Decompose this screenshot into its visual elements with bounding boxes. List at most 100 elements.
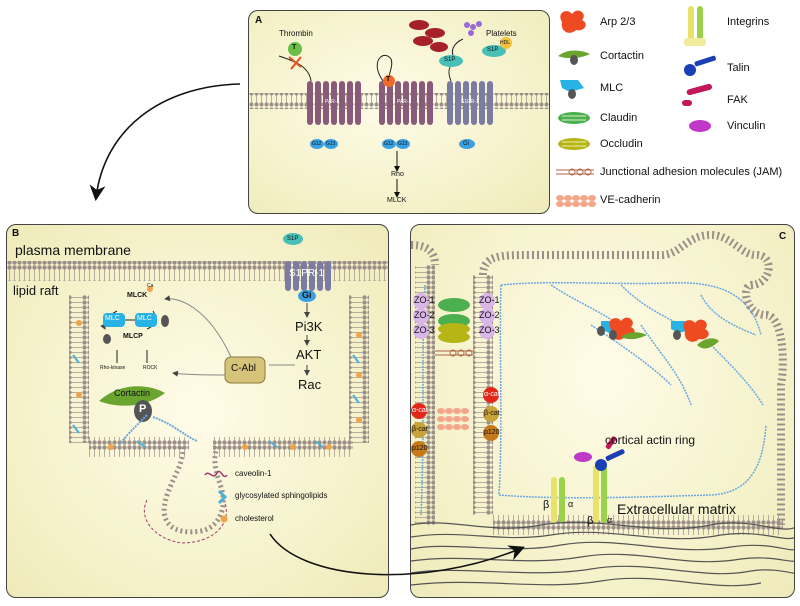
- par1-receptor-a: [278, 55, 361, 125]
- alpha-label-1: α: [568, 499, 574, 509]
- zo3-right-label: ZO-3: [479, 325, 500, 335]
- cholesterol-legend-icon: [220, 515, 228, 523]
- sphingolipid-legend-icon: [217, 489, 228, 505]
- mlc-p-b-icon: [161, 315, 169, 327]
- integrins-icon: [684, 6, 706, 46]
- jam-icon: [556, 168, 594, 176]
- g13-label-b: G13: [398, 141, 408, 147]
- actin-b-1: [118, 414, 148, 446]
- plasma-membrane-b: [7, 261, 388, 281]
- panel-b-drawing: [7, 233, 388, 544]
- caveolin-legend-icon: [204, 470, 228, 478]
- cortactin-p-label: P: [139, 403, 147, 415]
- cortactin-b-icon: [99, 386, 165, 406]
- raft-right-wall: [349, 295, 369, 443]
- hdl-icon: [500, 37, 512, 49]
- acat-left-label: α-cat: [412, 407, 428, 414]
- cholesterol-label: cholesterol: [235, 514, 274, 523]
- thrombin-icon: [288, 42, 302, 70]
- glyco-label: glycosylated sphingolipids: [235, 491, 328, 500]
- ca-label: Ca: [147, 283, 154, 289]
- panel-c-label: C: [779, 231, 787, 242]
- s1pr1-label-b: S1PR-1: [289, 268, 325, 279]
- g12-label-b: G12: [384, 141, 394, 147]
- vecadherin-c-icons: [437, 408, 469, 430]
- panel-a-label: A: [255, 15, 263, 26]
- alpha-label-2: α: [607, 515, 613, 525]
- pi3k-label: Pi3K: [295, 319, 323, 334]
- arrow-cabl-mlck: [164, 295, 232, 358]
- s1p-label-b-panel: S1P: [287, 236, 299, 242]
- par1-receptor-b: [376, 54, 433, 125]
- mlc-left-label: MLC: [105, 315, 120, 322]
- zo-circles: [413, 293, 495, 339]
- legend-claudin: Claudin: [600, 112, 638, 124]
- s1pr1-label-a: S1PR-1: [461, 99, 479, 105]
- thrombin-label: Thrombin: [279, 29, 313, 38]
- s1p-ligand-a: [439, 55, 463, 67]
- akt-label: AKT: [296, 347, 322, 362]
- s1p-ligand-b: [482, 45, 506, 57]
- zo2-right-label: ZO-2: [479, 310, 500, 320]
- panel-c: C: [410, 224, 795, 598]
- panel-b-label: B: [12, 228, 20, 239]
- bcat-left-label: β-cat: [412, 426, 428, 433]
- cortactin-p-b-icon: [134, 400, 152, 422]
- gi-label-b: Gi: [302, 290, 312, 300]
- caveolin-label: caveolin-1: [235, 469, 272, 478]
- legend-arp: Arp 2/3: [600, 16, 636, 28]
- par1-label-a: PAR-1: [325, 99, 340, 105]
- legend-cortactin: Cortactin: [600, 50, 645, 62]
- plasma-membrane-label: plasma membrane: [15, 242, 131, 258]
- g13-b-icon: [396, 139, 410, 149]
- beta-label-2: β: [587, 515, 594, 527]
- t-label-a: T: [292, 44, 297, 51]
- mlc-left-box: [103, 313, 125, 327]
- right-cell-top-membrane: [479, 230, 787, 525]
- cabl-label: C-Abl: [231, 363, 257, 374]
- raft-left-wall: [69, 295, 89, 443]
- mlcp-label: MLCP: [123, 333, 143, 340]
- mlck-label-b: MLCK: [127, 292, 148, 299]
- s1p-label-b: S1P: [487, 47, 499, 53]
- arp-complex-1: [597, 317, 647, 340]
- panel-a-drawing: [249, 20, 549, 198]
- panel-a: A: [248, 10, 550, 214]
- talin-icon: [684, 55, 716, 76]
- left-cell-top: [411, 241, 439, 266]
- legend-vinculin: Vinculin: [727, 120, 766, 132]
- occludin-c-icons: [438, 323, 470, 343]
- actin-b-2: [152, 416, 198, 442]
- lipid-raft-label: lipid raft: [13, 283, 59, 298]
- g12-b-icon: [382, 139, 396, 149]
- zo1-right-label: ZO-1: [479, 295, 500, 305]
- rho-kinase-label: Rho-kinase: [100, 365, 126, 371]
- legend-integrins: Integrins: [727, 16, 770, 28]
- cortactin-p-icon: [570, 55, 578, 65]
- right-cell-bottom-membrane: [493, 515, 783, 535]
- par1-label-b: PAR-1: [397, 99, 412, 105]
- zo1-left-label: ZO-1: [414, 295, 435, 305]
- rac-label: Rac: [298, 377, 322, 392]
- rho-label-a: Rho: [391, 171, 404, 178]
- platelets-icon: [409, 20, 482, 60]
- g12-label-a: G12: [312, 141, 322, 147]
- legend-talin: Talin: [727, 62, 750, 74]
- gi-label-a: Gi: [463, 141, 469, 147]
- raft-bottom-left: [89, 437, 189, 457]
- legend-mlc: MLC: [600, 82, 624, 94]
- s1pr1-receptor-b: [285, 261, 331, 291]
- arp-complex-2: [671, 319, 719, 349]
- beta-label-1: β: [543, 499, 550, 511]
- gi-b-icon: [298, 290, 316, 302]
- g13-a-icon: [324, 139, 338, 149]
- ecm-label: Extracellular matrix: [617, 501, 737, 517]
- mlck-label-a: MLCK: [387, 197, 407, 204]
- legend-occludin: Occludin: [600, 138, 643, 150]
- caveolin-coat: [144, 499, 227, 544]
- zo2-left-label: ZO-2: [414, 310, 435, 320]
- mlc-icon: [560, 80, 584, 92]
- hdl-label: HDL: [500, 40, 511, 46]
- cortical-actin-label: cortical actin ring: [605, 433, 696, 447]
- sphingolipid-marks: [72, 354, 360, 448]
